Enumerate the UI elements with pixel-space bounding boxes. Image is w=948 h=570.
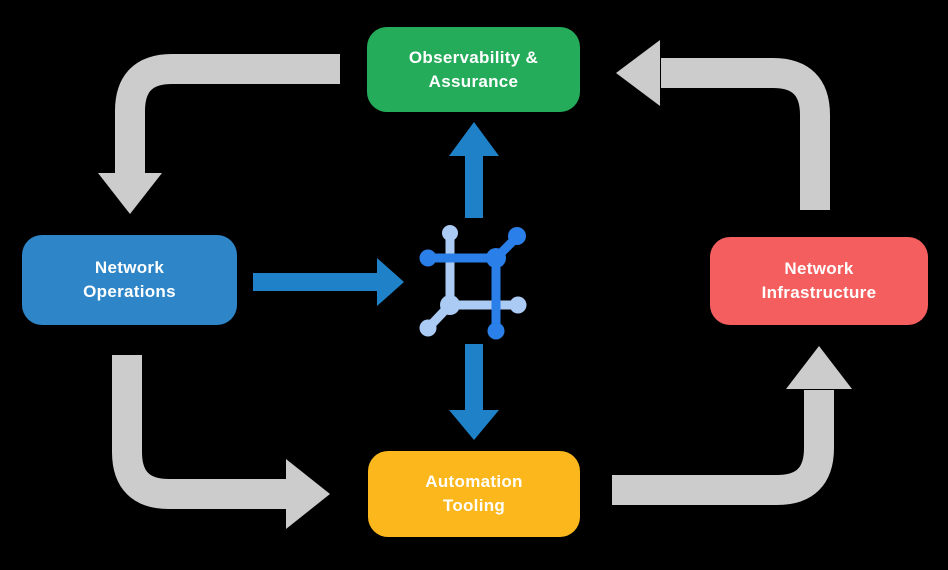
network-automation-icon: [419, 225, 527, 340]
arrow-head: [377, 258, 404, 306]
arrow-shaft: [465, 344, 483, 412]
icon-dark-parts: [419, 227, 526, 340]
icon-junction: [486, 248, 506, 268]
arrow-shaft: [112, 355, 287, 509]
node-network-operations: Network Operations: [22, 235, 237, 325]
arrow-head: [286, 459, 330, 529]
icon-node: [442, 225, 458, 241]
flow-arrow-center-to-observability: [449, 122, 499, 218]
icon-light-parts: [419, 225, 527, 337]
arrow-shaft: [661, 58, 830, 210]
icon-node: [419, 319, 437, 337]
icon-junction: [440, 295, 460, 315]
node-label-line: Operations: [83, 282, 176, 301]
node-label-line: Assurance: [428, 71, 519, 91]
arrow-shaft: [115, 54, 340, 176]
node-label-line: Infrastructure: [761, 283, 877, 302]
arrow-shaft: [465, 154, 483, 218]
node-label-line: Network: [784, 259, 854, 279]
node-label-line: Observability &: [408, 47, 539, 67]
node-observability-assurance: Observability & Assurance: [367, 27, 580, 112]
node-label-line: Network: [94, 258, 165, 278]
node-label-line: Tooling: [442, 496, 506, 515]
icon-node: [509, 296, 527, 314]
node-automation-tooling: Automation Tooling: [368, 451, 580, 537]
icon-node: [508, 227, 526, 245]
cycle-arrow-blue-to-yellow: [112, 355, 330, 529]
cycle-arrow-green-to-blue: [98, 54, 340, 214]
cycle-arrow-red-to-green: [616, 40, 830, 210]
arrow-shaft: [253, 273, 377, 291]
arrow-head: [98, 173, 162, 214]
cycle-arrow-yellow-to-red: [612, 346, 852, 505]
flow-arrow-operations-to-center: [253, 258, 404, 306]
icon-node: [487, 322, 505, 340]
arrow-shaft: [612, 390, 834, 505]
arrow-head: [616, 40, 660, 106]
node-label-line: Automation: [425, 472, 523, 492]
arrow-head: [449, 122, 499, 156]
node-network-infrastructure: Network Infrastructure: [710, 237, 928, 325]
flow-arrow-center-to-automation: [449, 344, 499, 440]
arrow-head: [786, 346, 852, 389]
icon-node: [419, 249, 437, 267]
arrow-head: [449, 410, 499, 440]
